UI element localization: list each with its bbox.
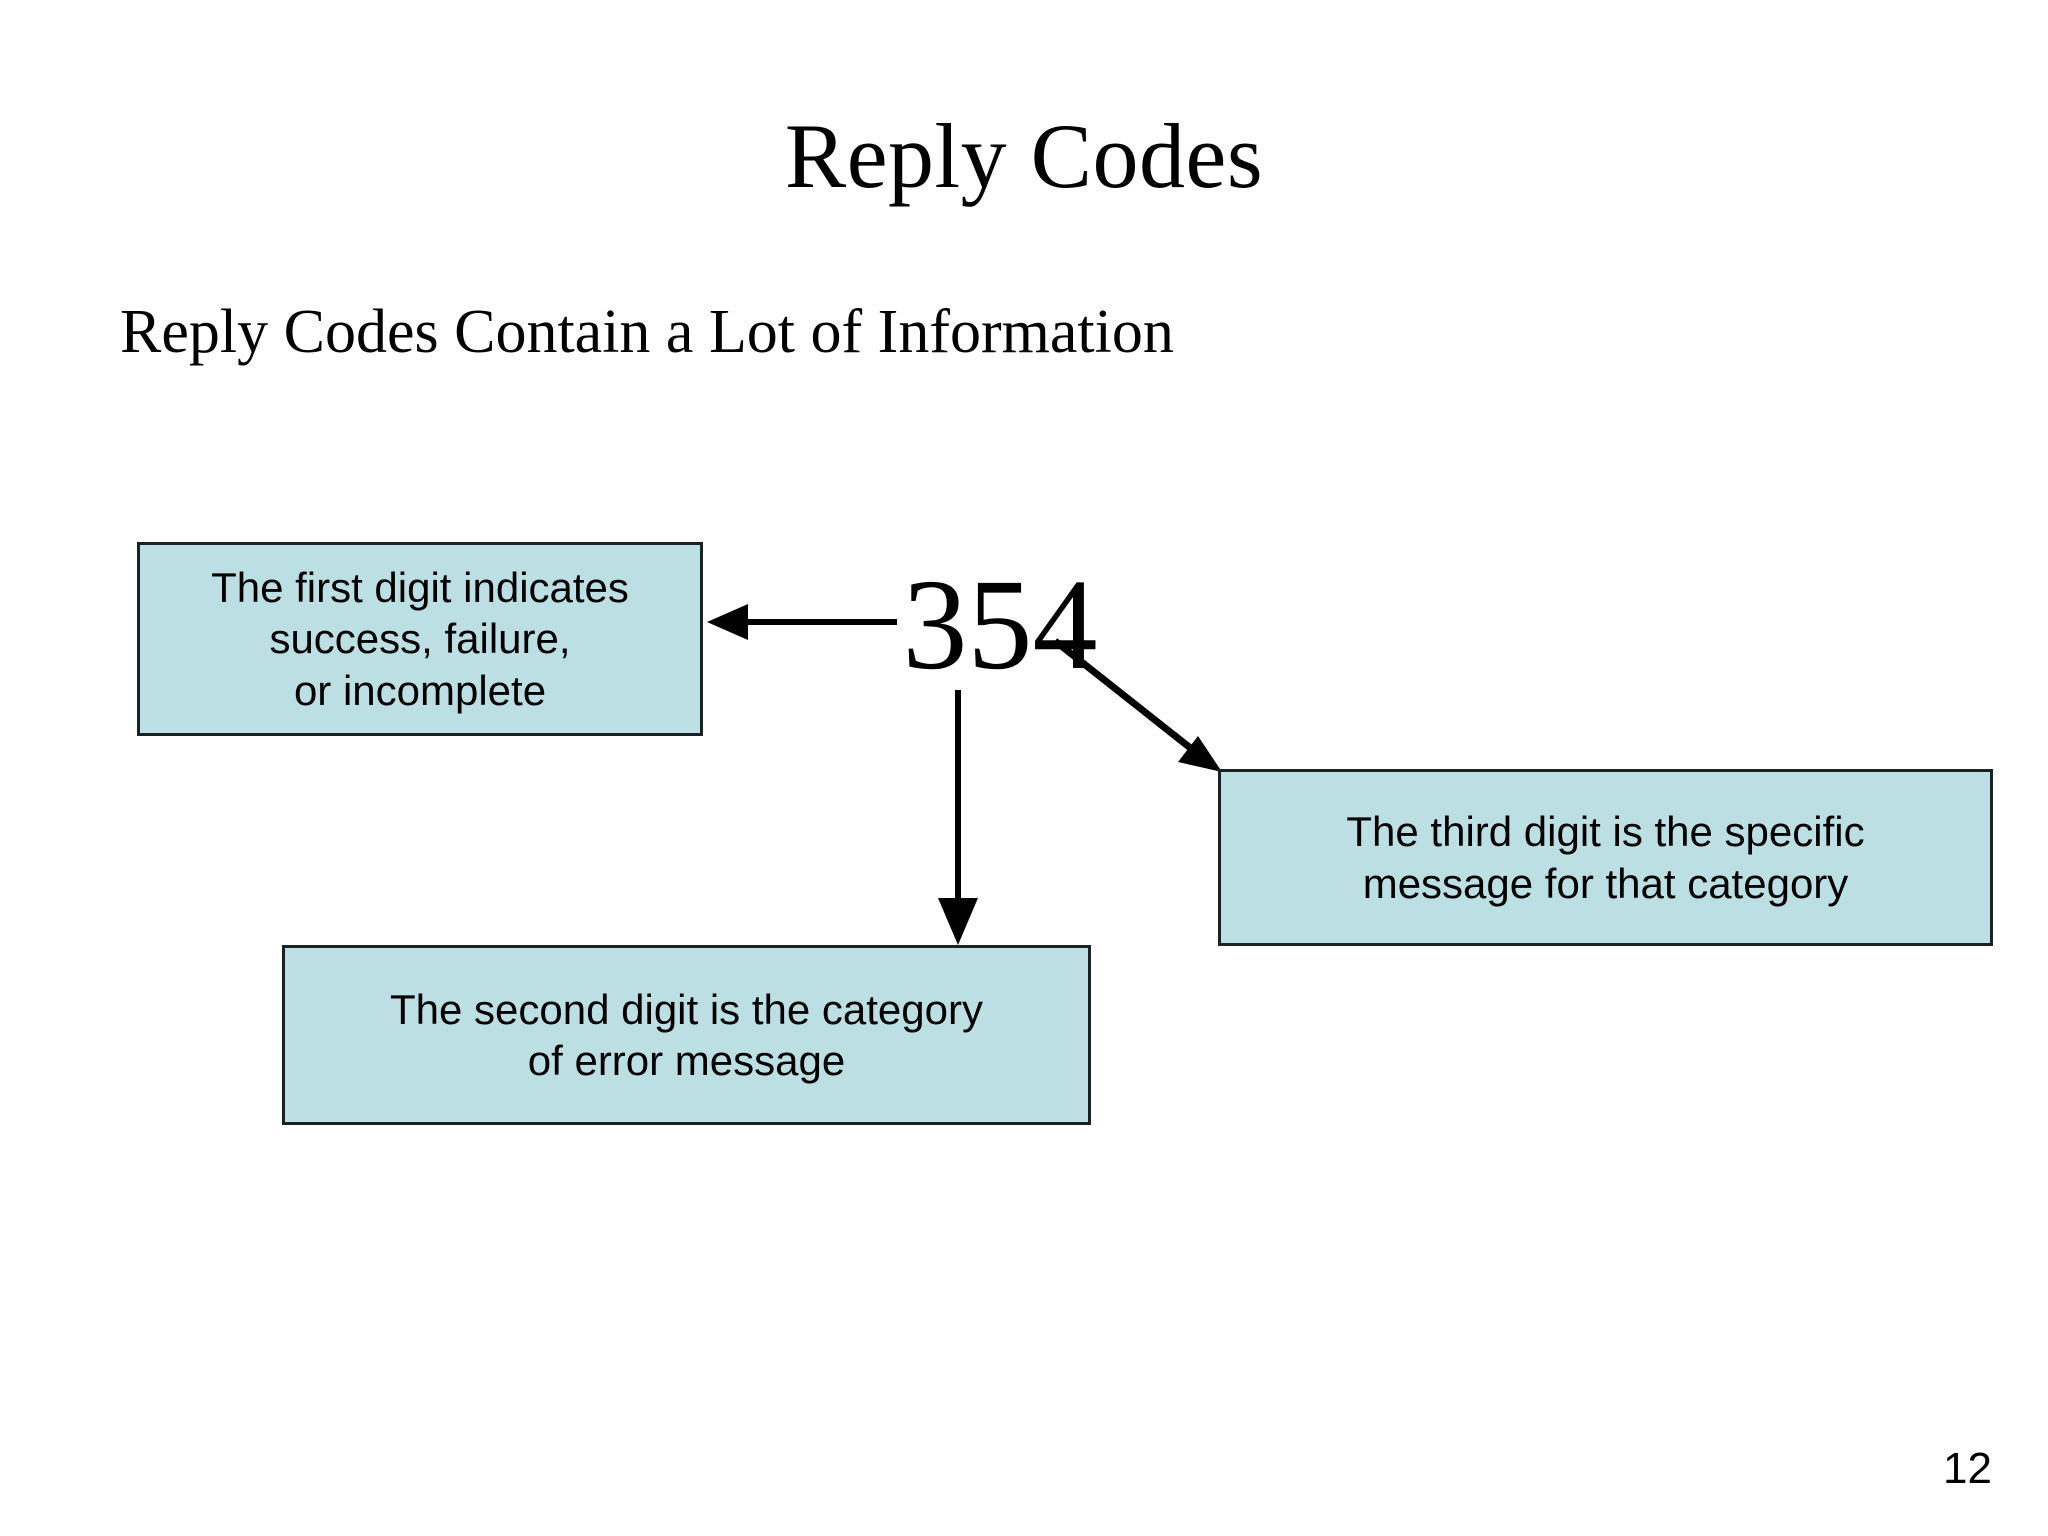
- callout-third-digit-line-1: The third digit is the specific: [1346, 808, 1865, 856]
- slide-subtitle: Reply Codes Contain a Lot of Information: [120, 298, 1174, 366]
- callout-first-digit: The first digit indicates success, failu…: [137, 542, 703, 736]
- callout-first-digit-line-1: The first digit indicates: [211, 564, 629, 612]
- callout-second-digit-line-1: The second digit is the category: [389, 985, 983, 1033]
- callout-third-digit: The third digit is the specific message …: [1218, 769, 1993, 946]
- reply-code-value: 354: [902, 553, 1098, 697]
- callout-first-digit-line-2: success, failure,: [269, 615, 571, 663]
- callout-third-digit-line-2: message for that category: [1362, 859, 1849, 907]
- callout-second-digit-line-2: of error message: [527, 1037, 846, 1084]
- page-number: 12: [1943, 1444, 1992, 1493]
- callout-second-digit: The second digit is the category of erro…: [282, 945, 1091, 1125]
- page-title: Reply Codes: [784, 105, 1264, 207]
- arrow-left-to-first-digit: [707, 604, 897, 640]
- arrow-down-to-second-digit: [938, 690, 978, 945]
- callout-first-digit-line-3: or incomplete: [293, 666, 547, 714]
